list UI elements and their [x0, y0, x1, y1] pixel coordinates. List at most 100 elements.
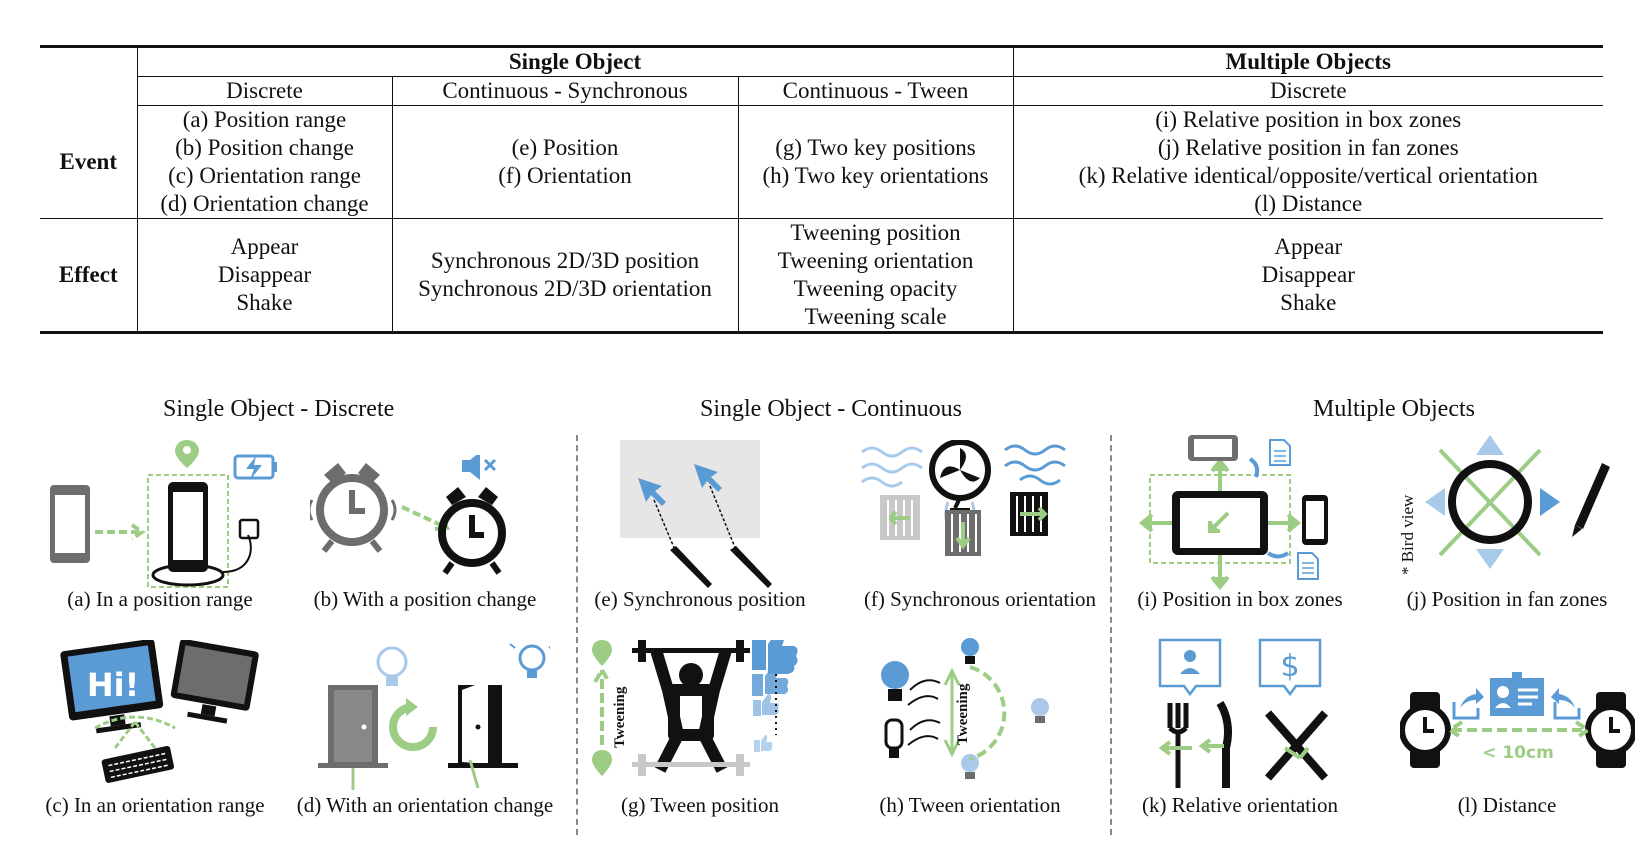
panel-l: < 10cm: [1400, 670, 1635, 790]
cell-line: (h) Two key orientations: [762, 163, 989, 188]
panel-j: * Bird view: [1390, 435, 1620, 585]
orientation-rays: [113, 721, 157, 749]
cell-line: Tweening opacity: [793, 276, 958, 301]
weightlifter-icon: [632, 640, 750, 776]
section-title-discrete: Single Object - Discrete: [163, 396, 395, 422]
subheader-continuous-synchronous: Continuous - Synchronous: [391, 76, 738, 106]
cell-line: Appear: [230, 234, 299, 259]
panel-i: [1130, 435, 1350, 590]
screen-text: Hi!: [87, 666, 139, 704]
share-arrow-icon: [1452, 688, 1581, 720]
caption-j: (j) Position in fan zones: [1406, 587, 1608, 611]
caption-h: (h) Tween orientation: [879, 793, 1061, 817]
event-tween-cell: (g) Two key positions (h) Two key orient…: [737, 105, 1014, 219]
caption-l: (l) Distance: [1457, 793, 1557, 817]
smartwatch-icon: [1400, 692, 1635, 768]
panel-c: Hi!: [55, 640, 275, 790]
fan-zone-lines: [1438, 448, 1542, 557]
subheader-continuous-tween: Continuous - Tween: [737, 76, 1014, 106]
distance-arrow: [1446, 720, 1592, 740]
closed-door-icon: [318, 685, 388, 768]
curved-arrow-icon: [1248, 457, 1290, 559]
event-synchronous-cell: (e) Position (f) Orientation: [391, 105, 738, 219]
effect-synchronous-cell: Synchronous 2D/3D position Synchronous 2…: [391, 218, 738, 334]
orientation-arrows: [1158, 738, 1224, 756]
caption-e: (e) Synchronous position: [594, 587, 806, 611]
monitor-icon: [170, 640, 259, 724]
light-bulb-on-icon: [509, 640, 550, 678]
caption-k: (k) Relative orientation: [1142, 793, 1338, 817]
effect-tween-cell: Tweening position Tweening orientation T…: [737, 218, 1014, 334]
zone-arrows: [1138, 457, 1302, 590]
orientation-arrows: [1283, 746, 1310, 760]
fork-knife-icon: [1167, 700, 1329, 788]
panel-f: [860, 440, 1080, 590]
cell-line: Shake: [1280, 290, 1337, 315]
open-door-icon: [448, 680, 518, 768]
cell-line: Disappear: [1261, 262, 1355, 287]
speech-bubble-waiter-icon: [1158, 638, 1222, 697]
heater-icon: [880, 492, 1048, 556]
keyboard-icon: [101, 745, 175, 783]
caption-f: (f) Synchronous orientation: [863, 587, 1097, 611]
caption-i: (i) Position in box zones: [1137, 587, 1343, 611]
panel-a: [40, 440, 300, 590]
wind-waves-icon: [861, 444, 1066, 488]
plug-icon: [238, 518, 260, 540]
section-divider: [576, 435, 578, 835]
phone-icon: [1188, 435, 1328, 545]
section-title-multiple: Multiple Objects: [1313, 396, 1475, 422]
panel-d: [310, 640, 550, 790]
cell-line: Synchronous 2D/3D orientation: [418, 276, 712, 301]
cell-line: (e) Position: [511, 135, 619, 160]
cell-line: Appear: [1274, 234, 1343, 259]
caption-g: (g) Tween position: [621, 793, 779, 817]
caption-b: (b) With a position change: [313, 587, 537, 611]
table-corner-cell: [40, 45, 137, 106]
event-multiple-cell: (i) Relative position in box zones (j) R…: [1012, 105, 1604, 219]
caption-c: (c) In an orientation range: [45, 793, 265, 817]
cell-line: (d) Orientation change: [160, 191, 369, 216]
taxonomy-table: Single Object Multiple Objects Discrete …: [40, 45, 1604, 334]
distance-label: < 10cm: [1482, 743, 1554, 763]
cell-line: (g) Two key positions: [775, 135, 976, 160]
cell-line: (k) Relative identical/opposite/vertical…: [1078, 163, 1538, 188]
effect-multiple-cell: Appear Disappear Shake: [1012, 218, 1604, 334]
stylus-pen-icon: [670, 546, 772, 588]
document-icon: [1269, 439, 1319, 580]
orientation-arc: [94, 715, 176, 730]
cell-line: (b) Position change: [175, 135, 354, 160]
row-label-effect: Effect: [40, 218, 137, 334]
header-multiple-objects: Multiple Objects: [1012, 45, 1604, 77]
battery-charging-icon: [233, 454, 277, 480]
subheader-discrete: Discrete: [136, 76, 392, 106]
contact-card-icon: [1490, 672, 1544, 716]
section-title-continuous: Single Object - Continuous: [700, 396, 962, 422]
thumbs-up-icon: [752, 640, 798, 752]
cell-line: (l) Distance: [1254, 191, 1363, 216]
location-pin-icon: [175, 440, 199, 468]
alarm-clock-icon: [310, 463, 397, 553]
cursor-arrow-icon: [638, 464, 722, 506]
stylus-pen-icon: [1572, 463, 1610, 537]
cell-line: Shake: [236, 290, 293, 315]
effect-discrete-cell: Appear Disappear Shake: [136, 218, 392, 334]
light-bulb-off-icon: [376, 646, 408, 686]
hand-gesture-icon: [907, 679, 941, 746]
panel-k: $: [1140, 638, 1340, 793]
row-label-event: Event: [40, 105, 137, 219]
cell-line: Tweening position: [790, 220, 961, 245]
mute-speaker-icon: [462, 455, 497, 480]
section-divider: [1110, 435, 1112, 835]
charger-cable: [222, 534, 252, 573]
cell-line: Tweening orientation: [777, 248, 974, 273]
header-single-object: Single Object: [136, 45, 1014, 77]
arrow-right-icon: [95, 523, 146, 541]
fan-icon: [929, 440, 991, 512]
tweening-label: Tweening: [955, 683, 971, 745]
object-circle: [1448, 460, 1532, 544]
phone-on-charger-icon: [151, 482, 225, 587]
cell-line: Synchronous 2D/3D position: [430, 248, 700, 273]
tween-double-arrow: [943, 667, 961, 758]
rotate-arrow-icon: [389, 703, 437, 751]
